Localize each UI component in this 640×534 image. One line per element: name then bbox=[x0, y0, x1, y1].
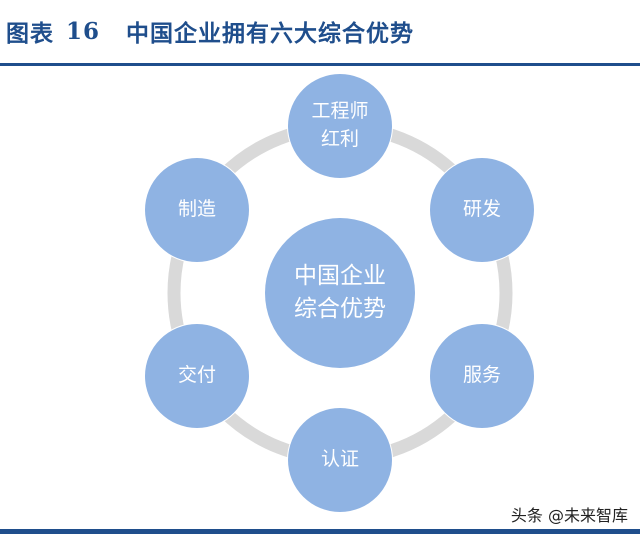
node-label: 交付 bbox=[177, 364, 216, 387]
node-manufacturing: 制造 bbox=[145, 158, 249, 262]
node-engineer-dividend: 工程师 红利 bbox=[288, 74, 392, 178]
node-certification: 认证 bbox=[288, 408, 392, 512]
node-label: 认证 bbox=[320, 448, 359, 471]
node-label: 制造 bbox=[177, 198, 216, 221]
figure-title: 图表 16 中国企业拥有六大综合优势 bbox=[6, 14, 414, 48]
top-divider bbox=[0, 63, 640, 66]
figure-title-text: 中国企业拥有六大综合优势 bbox=[126, 20, 415, 47]
node-label: 服务 bbox=[462, 364, 501, 387]
watermark: 头条 @未来智库 bbox=[510, 506, 628, 525]
node-label: 研发 bbox=[462, 198, 501, 221]
node-label: 工程师 红利 bbox=[311, 100, 369, 150]
node-delivery: 交付 bbox=[145, 324, 249, 428]
bottom-divider bbox=[0, 529, 640, 534]
figure-label: 图表 bbox=[6, 20, 54, 47]
center-node-label: 中国企业 综合优势 bbox=[294, 262, 386, 322]
node-service: 服务 bbox=[430, 324, 534, 428]
node-rnd: 研发 bbox=[430, 158, 534, 262]
center-node: 中国企业 综合优势 bbox=[265, 218, 415, 368]
figure-number: 16 bbox=[66, 17, 101, 45]
